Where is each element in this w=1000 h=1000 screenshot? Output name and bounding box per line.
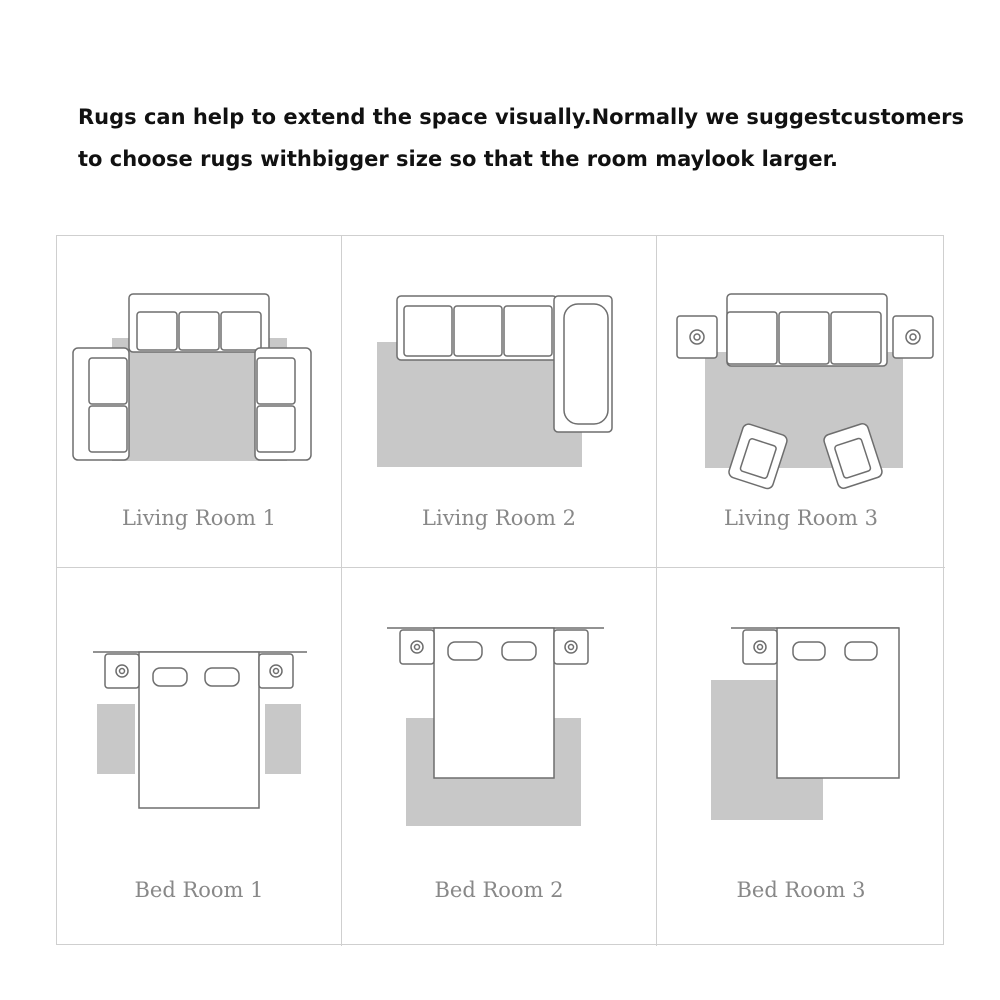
living-room-1-diagram: [72, 293, 312, 461]
living-room-2-panel: Living Room 2: [342, 236, 657, 568]
armchair-right: [823, 423, 883, 489]
bed: [433, 627, 555, 779]
intro-text: Rugs can help to extend the space visual…: [78, 96, 965, 180]
bed: [776, 627, 900, 779]
rug-left: [97, 704, 135, 774]
bed: [138, 651, 260, 809]
sofa-left: [72, 347, 130, 461]
bed-room-3-panel: Bed Room 3: [657, 568, 945, 946]
sofa-right: [254, 347, 312, 461]
nightstand-left: [399, 629, 435, 665]
bed-room-3-diagram: [711, 627, 900, 820]
armchair-left: [728, 423, 788, 490]
nightstand-right: [553, 629, 589, 665]
nightstand-right: [258, 653, 294, 689]
bed-room-2-diagram: [387, 627, 604, 826]
nightstand: [742, 629, 778, 665]
room-label: Living Room 2: [422, 506, 576, 530]
sofa: [726, 293, 888, 367]
bed-room-2-panel: Bed Room 2: [342, 568, 657, 946]
room-label: Living Room 1: [122, 506, 276, 530]
bed-room-1-diagram: [93, 651, 307, 809]
side-table-right: [892, 315, 934, 359]
bed-room-1-panel: Bed Room 1: [57, 568, 342, 946]
intro-line-2: to choose rugs withbigger size so that t…: [78, 147, 838, 171]
room-label: Bed Room 1: [134, 878, 264, 902]
room-label: Bed Room 3: [736, 878, 866, 902]
intro-line-1: Rugs can help to extend the space visual…: [78, 105, 965, 129]
room-layout-grid: Living Room 1 Living Room 2: [56, 235, 945, 946]
room-label: Bed Room 2: [434, 878, 564, 902]
living-room-3-panel: Living Room 3: [657, 236, 945, 568]
room-label: Living Room 3: [724, 506, 878, 530]
living-room-2-diagram: [377, 295, 613, 467]
sofa-top: [128, 293, 270, 353]
living-room-3-diagram: [676, 293, 934, 490]
living-room-1-panel: Living Room 1: [57, 236, 342, 568]
sectional-sofa: [396, 295, 613, 433]
nightstand-left: [104, 653, 140, 689]
side-table-left: [676, 315, 718, 359]
rug-right: [265, 704, 301, 774]
rug: [377, 342, 582, 467]
